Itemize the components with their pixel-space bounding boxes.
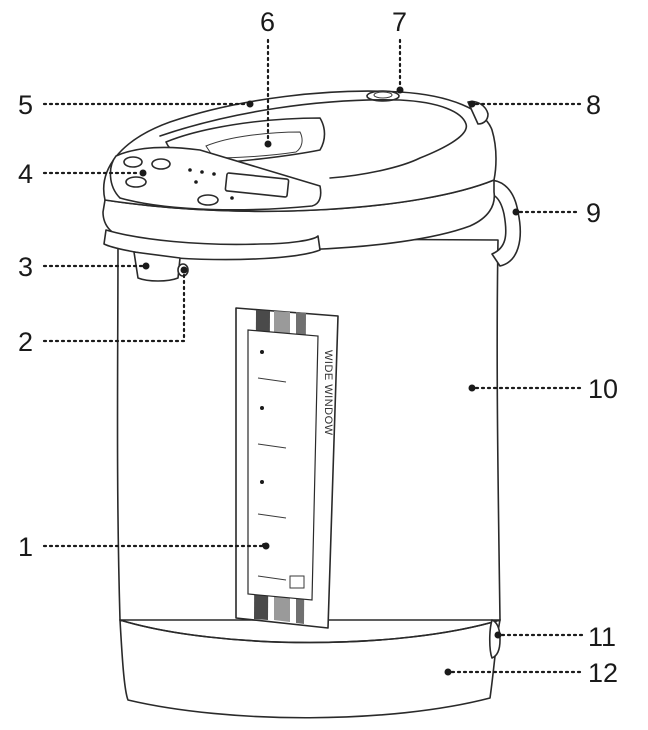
dispensing-spout xyxy=(133,251,181,282)
callout-9: 9 xyxy=(512,198,601,228)
callout-11: 11 xyxy=(494,622,616,652)
control-button xyxy=(197,194,219,206)
callout-number: 7 xyxy=(392,7,407,37)
window-label: WIDE WINDOW xyxy=(322,350,334,436)
indicator-light xyxy=(194,180,198,184)
callout-number: 4 xyxy=(18,159,33,189)
callout-number: 2 xyxy=(18,327,33,357)
release-switch xyxy=(488,619,501,659)
steam-vent-inner xyxy=(205,131,303,159)
hot-water-pot-illustration: WIDE WINDOW xyxy=(102,90,522,719)
lid-ridge xyxy=(159,99,467,179)
control-button xyxy=(125,176,147,188)
callout-number: 5 xyxy=(18,90,33,120)
callout-number: 8 xyxy=(586,90,601,120)
callout-number: 9 xyxy=(586,198,601,228)
callout-10: 10 xyxy=(468,374,618,404)
callout-number: 3 xyxy=(18,252,33,282)
indicator-light xyxy=(200,170,204,174)
indicator-light xyxy=(212,172,216,176)
callout-number: 10 xyxy=(588,374,618,404)
callout-2: 2 xyxy=(18,266,188,357)
indicator-light xyxy=(230,196,234,200)
callout-5: 5 xyxy=(18,90,254,120)
water-level-window-glass xyxy=(247,329,319,601)
base-top-edge xyxy=(119,619,501,644)
callout-number: 11 xyxy=(588,622,616,652)
callout-1: 1 xyxy=(18,532,270,562)
callout-4: 4 xyxy=(18,159,147,189)
callout-7: 7 xyxy=(392,7,407,94)
callout-number: 12 xyxy=(588,658,618,688)
indicator-light xyxy=(188,168,192,172)
carrying-handle xyxy=(477,179,522,267)
callout-number: 6 xyxy=(260,7,275,37)
base xyxy=(119,619,501,719)
callouts: 1 2 3 4 5 6 xyxy=(18,7,618,688)
lid-release-button-inner xyxy=(373,91,393,99)
callout-12: 12 xyxy=(444,658,618,688)
callout-8: 8 xyxy=(468,90,601,120)
callout-number: 1 xyxy=(18,532,33,562)
control-button xyxy=(123,156,143,168)
display-screen xyxy=(224,172,290,198)
callout-6: 6 xyxy=(260,7,275,148)
callout-3: 3 xyxy=(18,252,150,282)
control-button xyxy=(151,158,171,170)
